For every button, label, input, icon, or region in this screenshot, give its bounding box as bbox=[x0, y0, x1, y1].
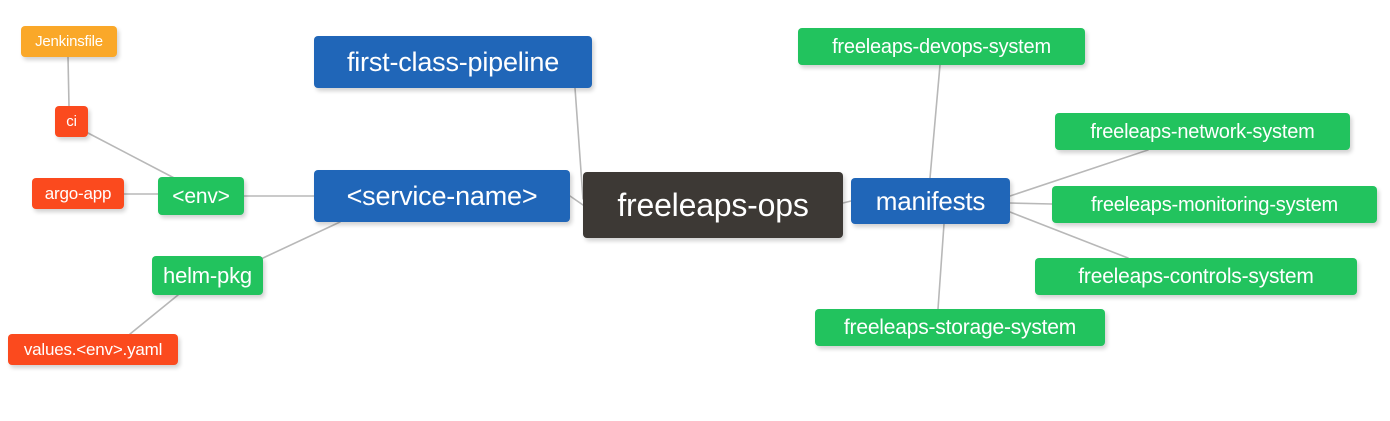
mindmap-node-freeleaps-ops[interactable]: freeleaps-ops bbox=[583, 172, 843, 238]
mindmap-node-jenkinsfile[interactable]: Jenkinsfile bbox=[21, 26, 117, 57]
mindmap-node-helm-pkg[interactable]: helm-pkg bbox=[152, 256, 263, 295]
mindmap-node-label-freeleaps-monitoring-system: freeleaps-monitoring-system bbox=[1091, 193, 1338, 216]
mindmap-node-label-values-env-yaml: values.<env>.yaml bbox=[23, 340, 163, 359]
mindmap-node-label-service-name: <service-name> bbox=[346, 180, 538, 211]
mindmap-node-label-manifests: manifests bbox=[875, 186, 986, 216]
mindmap-node-env[interactable]: <env> bbox=[158, 177, 244, 215]
mindmap-node-label-freeleaps-controls-system: freeleaps-controls-system bbox=[1078, 265, 1314, 288]
mindmap-node-freeleaps-devops-system[interactable]: freeleaps-devops-system bbox=[798, 28, 1085, 65]
mindmap-node-label-freeleaps-storage-system: freeleaps-storage-system bbox=[843, 316, 1077, 339]
edge-manifests-to-freeleaps-monitoring-system bbox=[1009, 202, 1053, 205]
edge-freeleaps-ops-to-first-class-pipeline bbox=[574, 87, 584, 200]
mindmap-node-ci[interactable]: ci bbox=[55, 106, 88, 137]
edge-freeleaps-ops-to-manifests bbox=[842, 200, 852, 204]
mindmap-node-label-freeleaps-network-system: freeleaps-network-system bbox=[1090, 120, 1315, 143]
mindmap-node-freeleaps-network-system[interactable]: freeleaps-network-system bbox=[1055, 113, 1350, 150]
mindmap-node-values-env-yaml[interactable]: values.<env>.yaml bbox=[8, 334, 178, 365]
mindmap-node-service-name[interactable]: <service-name> bbox=[314, 170, 570, 222]
mindmap-node-argo-app[interactable]: argo-app bbox=[32, 178, 124, 209]
edge-manifests-to-freeleaps-storage-system bbox=[937, 223, 945, 310]
mindmap-node-freeleaps-storage-system[interactable]: freeleaps-storage-system bbox=[815, 309, 1105, 346]
edge-helm-pkg-to-values-env-yaml bbox=[129, 294, 179, 335]
mindmap-node-label-env: <env> bbox=[172, 184, 230, 208]
mindmap-node-manifests[interactable]: manifests bbox=[851, 178, 1010, 224]
mindmap-node-label-freeleaps-ops: freeleaps-ops bbox=[617, 187, 809, 223]
mindmap-node-first-class-pipeline[interactable]: first-class-pipeline bbox=[314, 36, 592, 88]
edge-service-name-to-helm-pkg bbox=[262, 221, 341, 259]
edge-freeleaps-ops-to-service-name bbox=[569, 195, 584, 206]
mindmap-node-freeleaps-controls-system[interactable]: freeleaps-controls-system bbox=[1035, 258, 1357, 295]
edge-env-to-ci bbox=[87, 132, 179, 181]
mindmap-node-label-jenkinsfile: Jenkinsfile bbox=[35, 33, 103, 50]
edge-ci-to-jenkinsfile bbox=[67, 56, 70, 107]
mindmap-node-label-freeleaps-devops-system: freeleaps-devops-system bbox=[832, 35, 1051, 58]
edge-manifests-to-freeleaps-devops-system bbox=[929, 64, 941, 179]
mindmap-node-label-ci: ci bbox=[66, 113, 77, 130]
mindmap-node-freeleaps-monitoring-system[interactable]: freeleaps-monitoring-system bbox=[1052, 186, 1377, 223]
mindmap-node-label-helm-pkg: helm-pkg bbox=[163, 262, 252, 288]
mindmap-node-label-argo-app: argo-app bbox=[44, 184, 112, 203]
mindmap-node-label-first-class-pipeline: first-class-pipeline bbox=[346, 46, 560, 77]
